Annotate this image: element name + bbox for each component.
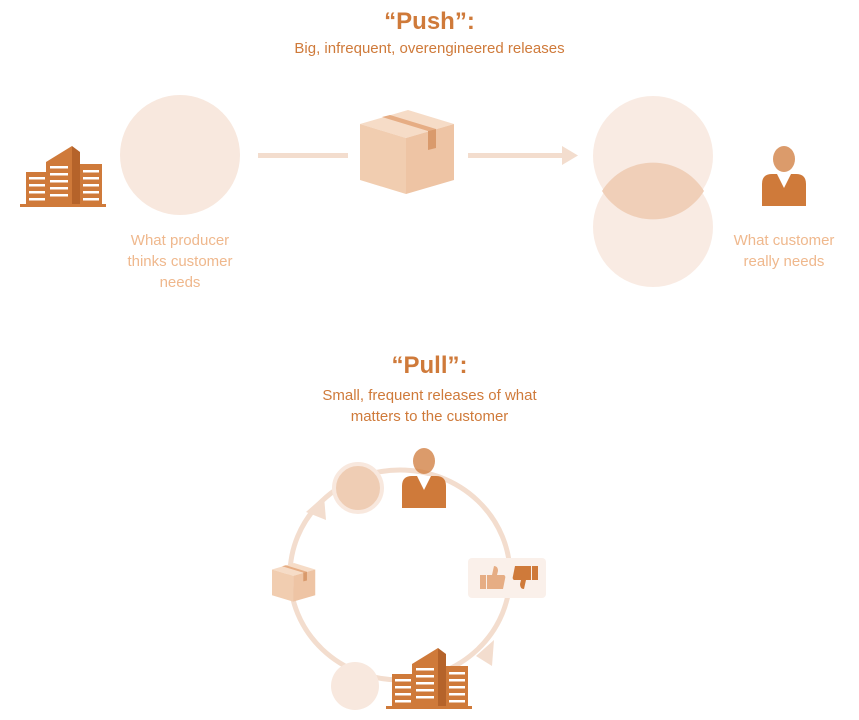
- push-subtitle: Big, infrequent, overengineered releases: [294, 40, 565, 57]
- pull-title: “Pull”:: [391, 352, 468, 379]
- producer-caption-line: thinks customer: [127, 253, 233, 270]
- flow-line-left: [258, 153, 348, 158]
- producer-caption: What producer thinks customer needs: [110, 230, 250, 293]
- producer-caption-line: What producer: [130, 232, 230, 249]
- arrow-icon: [306, 496, 326, 520]
- push-title: “Push”:: [384, 8, 475, 35]
- box-icon: [360, 110, 454, 194]
- customer-caption-line: What customer: [733, 232, 835, 249]
- pull-subtitle: Small, frequent releases of what matters…: [0, 385, 859, 427]
- producer-needs-circle: [120, 95, 240, 215]
- customer-caption-line: really needs: [743, 253, 825, 270]
- thumbs-down-icon: [512, 566, 538, 589]
- pull-need-circle: [332, 462, 384, 514]
- building-icon: [386, 648, 472, 709]
- arrow-icon: [468, 146, 578, 165]
- pull-release-circle: [331, 662, 379, 710]
- arrow-icon: [476, 640, 494, 666]
- customer-caption: What customer really needs: [716, 230, 852, 272]
- person-icon: [762, 146, 806, 206]
- pull-subtitle-line: Small, frequent releases of what: [322, 387, 537, 404]
- producer-caption-line: needs: [159, 274, 201, 291]
- pull-subtitle-line: matters to the customer: [350, 408, 509, 425]
- building-icon: [20, 146, 106, 207]
- thumbs-up-icon: [480, 566, 506, 589]
- needs-overlap: [602, 162, 704, 220]
- box-icon: [272, 563, 316, 602]
- person-icon: [402, 448, 446, 508]
